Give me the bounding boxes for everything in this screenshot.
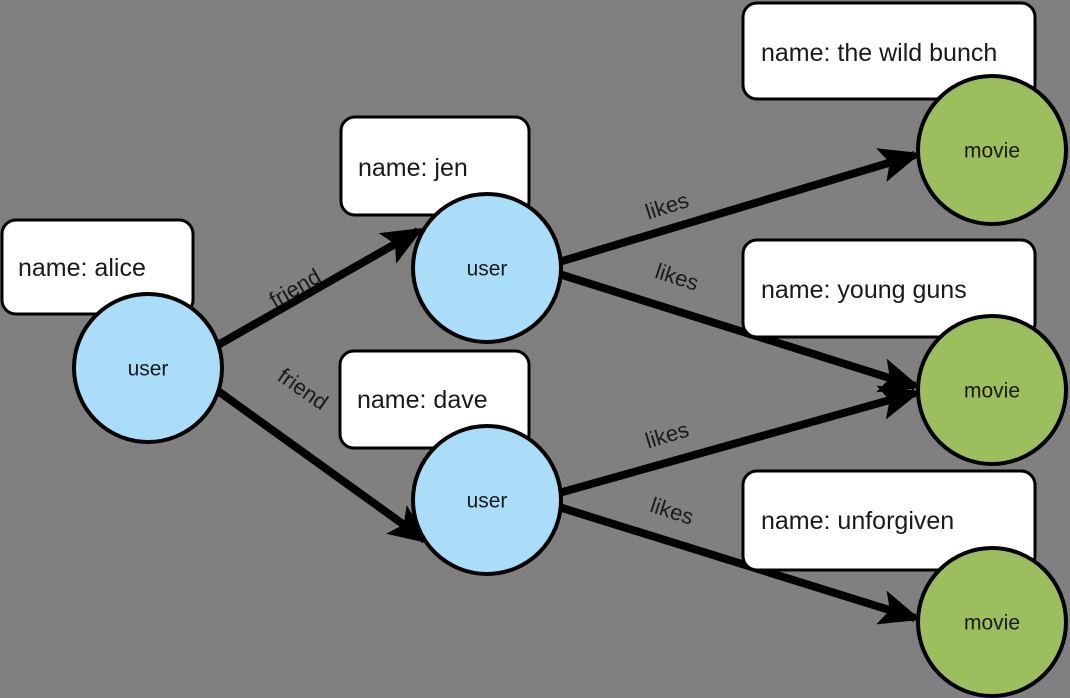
edge-label-likes: likes — [642, 187, 692, 224]
node-circle-movie — [916, 546, 1068, 698]
property-box-jen[interactable]: name: jen — [339, 115, 531, 217]
property-box-text: name: alice — [18, 254, 146, 282]
node-circle-user — [411, 424, 563, 576]
node-type-label: user — [467, 258, 508, 281]
property-box-text: name: young guns — [761, 276, 967, 304]
node-type-label: user — [128, 358, 169, 381]
edge-line — [557, 270, 922, 393]
node-type-label: movie — [964, 380, 1020, 403]
node-alice[interactable]: user — [72, 292, 224, 444]
node-unforgiven[interactable]: movie — [916, 546, 1068, 698]
node-dave[interactable]: user — [411, 424, 563, 576]
property-box-text: name: unforgiven — [761, 507, 954, 535]
node-type-label: user — [467, 490, 508, 513]
edge-label-likes: likes — [642, 417, 691, 454]
node-type-label: movie — [964, 140, 1020, 163]
property-box-shape — [741, 238, 1037, 339]
property-box-text: name: the wild bunch — [761, 39, 997, 67]
property-box-young-guns[interactable]: name: young guns — [741, 238, 1037, 339]
edge-alice-friend-jen[interactable]: friend — [216, 227, 424, 349]
node-circle-user — [72, 292, 224, 444]
node-circle-user — [411, 192, 563, 344]
node-circle-movie — [916, 74, 1068, 226]
edge-line — [215, 387, 431, 544]
node-the-wild-bunch[interactable]: movie — [916, 74, 1068, 226]
edge-line — [216, 227, 424, 349]
node-type-label: movie — [964, 612, 1020, 635]
property-box-text: name: jen — [358, 154, 468, 182]
property-box-text: name: dave — [357, 386, 488, 414]
edge-label-likes: likes — [652, 258, 702, 295]
node-layer: user user user movie movie movie — [72, 74, 1068, 698]
edge-label-likes: likes — [647, 492, 697, 529]
node-young-guns[interactable]: movie — [916, 314, 1068, 466]
edge-line — [557, 503, 922, 625]
node-jen[interactable]: user — [411, 192, 563, 344]
property-box-shape — [741, 469, 1037, 572]
property-box-the-wild-bunch[interactable]: name: the wild bunch — [741, 1, 1037, 101]
edge-line — [557, 385, 922, 497]
node-circle-movie — [916, 314, 1068, 466]
property-box-shape — [741, 1, 1037, 101]
property-box-unforgiven[interactable]: name: unforgiven — [741, 469, 1037, 572]
edge-line — [557, 148, 922, 266]
property-box-alice[interactable]: name: alice — [0, 218, 195, 316]
edge-label-friend: friend — [273, 363, 332, 415]
